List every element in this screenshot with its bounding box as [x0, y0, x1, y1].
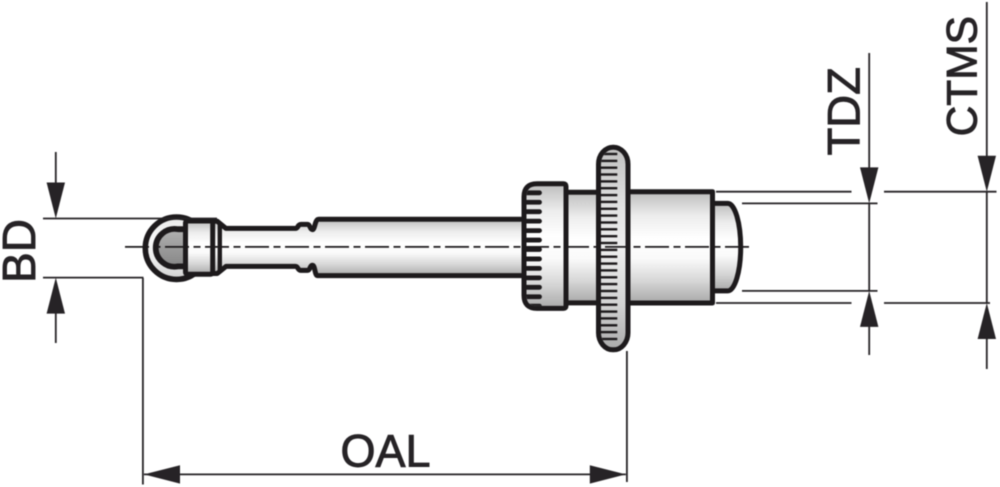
- svg-text:BD: BD: [0, 219, 45, 283]
- svg-text:CTMS: CTMS: [940, 16, 987, 136]
- svg-text:OAL: OAL: [340, 426, 430, 477]
- svg-text:TDZ: TDZ: [819, 67, 870, 155]
